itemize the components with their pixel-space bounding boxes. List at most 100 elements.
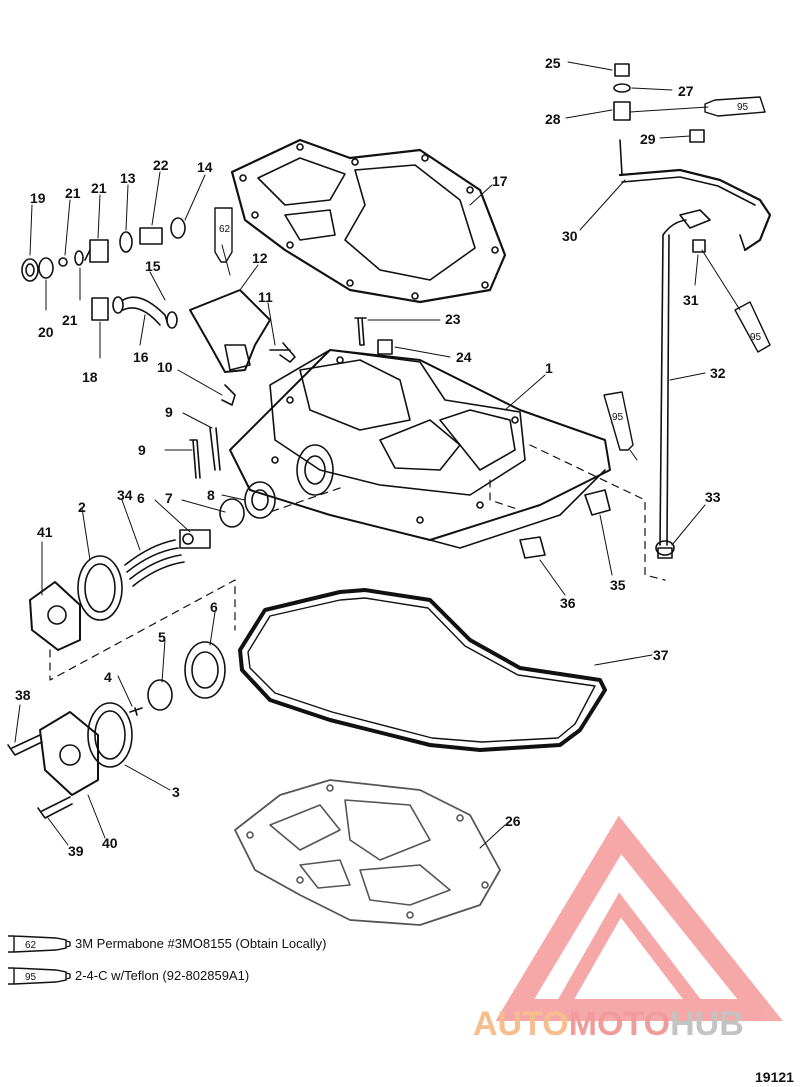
cover-7 (40, 712, 98, 795)
callout-5: 37 (653, 647, 669, 663)
callout-23: 18 (82, 369, 98, 385)
tube-marker-62 (215, 208, 232, 262)
callout-39: 33 (705, 489, 721, 505)
rod-38 (660, 220, 686, 545)
bolt-end (740, 235, 745, 250)
callout-18: 10 (157, 359, 173, 375)
callout-6b: 39 (68, 843, 84, 859)
disc-11 (148, 680, 172, 710)
tube-label-62: 62 (219, 224, 231, 235)
legend-code-62: 62 (25, 940, 37, 951)
stud-17 (210, 428, 220, 470)
clamp-21a (120, 232, 132, 252)
callout-14: 7 (165, 490, 173, 506)
callout-32: 25 (545, 55, 561, 71)
nut-37 (693, 240, 705, 252)
clamp-21d (167, 312, 177, 328)
callout-21b: 14 (197, 159, 213, 175)
callout-13: 6 (137, 490, 145, 506)
callout-16: 9 (138, 442, 146, 458)
callout-numbers: 1 17 26 34 37 38 39 40 41 2 3 4 5 6 6 7 … (15, 55, 726, 859)
legend: 62 3M Permabone #3MO8155 (Obtain Locally… (8, 935, 326, 985)
callout-33: 27 (678, 83, 694, 99)
callout-38: 32 (710, 365, 726, 381)
seal-24 (22, 259, 38, 281)
callout-36: 30 (562, 228, 578, 244)
callout-26: 21 (65, 185, 81, 201)
callout-29: 22 (153, 157, 169, 173)
nut-35 (690, 130, 704, 142)
nut-32 (615, 64, 629, 76)
bolt-6b (38, 797, 72, 818)
callout-11: 5 (158, 629, 166, 645)
bottom-gasket (235, 780, 500, 925)
callout-1: 1 (545, 360, 553, 376)
callout-31: 24 (456, 349, 472, 365)
seal-gasket (240, 590, 605, 750)
stud-link (620, 140, 622, 175)
bolt-16 (190, 440, 200, 478)
o-ring-27 (75, 251, 83, 265)
callout-21c: 15 (145, 258, 161, 274)
tube-label-95-right: 95 (750, 332, 762, 343)
watermark-logo: AUTOMOTOHUB (473, 815, 783, 1043)
callout-17: 9 (165, 404, 173, 420)
tube-marker-95-top (705, 97, 765, 116)
gasket-9a (78, 556, 122, 620)
dowel-31 (378, 340, 392, 354)
tube-label-95-rod: 95 (612, 412, 624, 423)
leader-lines (15, 62, 740, 848)
callout-40: 35 (610, 577, 626, 593)
tube-marker-95-rod (604, 392, 633, 450)
clamp-21c (113, 297, 123, 313)
bolt-30 (355, 318, 366, 345)
bolt-6a (8, 735, 42, 755)
tube-marker-95-right (735, 302, 770, 352)
callout-15: 8 (207, 487, 215, 503)
callout-8: 41 (37, 524, 53, 540)
fitting-19 (270, 343, 295, 362)
screw-10 (130, 708, 142, 715)
callout-20: 12 (252, 250, 268, 266)
legend-text-95: 2-4-C w/Teflon (92-802859A1) (75, 968, 249, 983)
legend-row-62: 62 3M Permabone #3MO8155 (Obtain Locally… (8, 935, 326, 953)
callout-7: 40 (102, 835, 118, 851)
callout-19: 11 (258, 289, 273, 305)
callout-3: 26 (505, 813, 521, 829)
bushing-41 (520, 537, 545, 558)
callout-21a: 13 (120, 170, 136, 186)
clamp-21b (171, 218, 185, 238)
callout-2: 17 (492, 173, 508, 189)
bushing-34 (614, 102, 630, 120)
connector-29 (140, 228, 162, 244)
callout-30: 23 (445, 311, 461, 327)
washer-25 (39, 258, 53, 278)
seal-15 (245, 482, 275, 518)
spring-26 (59, 258, 67, 266)
grommet-39 (656, 541, 674, 558)
callout-25: 20 (38, 324, 54, 340)
bushing-40 (585, 490, 610, 515)
elbow-18 (222, 385, 235, 405)
intake-20 (190, 290, 270, 372)
figure-id: 19121 (755, 1069, 794, 1085)
callout-22: 16 (133, 349, 149, 365)
fitting-28 (85, 240, 108, 262)
callout-24: 19 (30, 190, 46, 206)
legend-text-62: 3M Permabone #3MO8155 (Obtain Locally) (75, 936, 326, 951)
callout-34: 28 (545, 111, 561, 127)
callout-37: 31 (683, 292, 699, 308)
hose-22 (123, 297, 168, 325)
washer-33 (614, 84, 630, 92)
legend-row-95: 95 2-4-C w/Teflon (92-802859A1) (8, 967, 249, 985)
cover-8 (30, 582, 80, 650)
spring-4 (125, 540, 184, 586)
callout-27: 21 (62, 312, 78, 328)
filter-23 (92, 298, 108, 320)
callout-4: 34 (117, 487, 133, 503)
callout-10: 4 (104, 669, 112, 685)
gasket-9b (88, 703, 132, 767)
callout-9a: 2 (78, 499, 86, 515)
adaptor-plate (230, 350, 610, 548)
